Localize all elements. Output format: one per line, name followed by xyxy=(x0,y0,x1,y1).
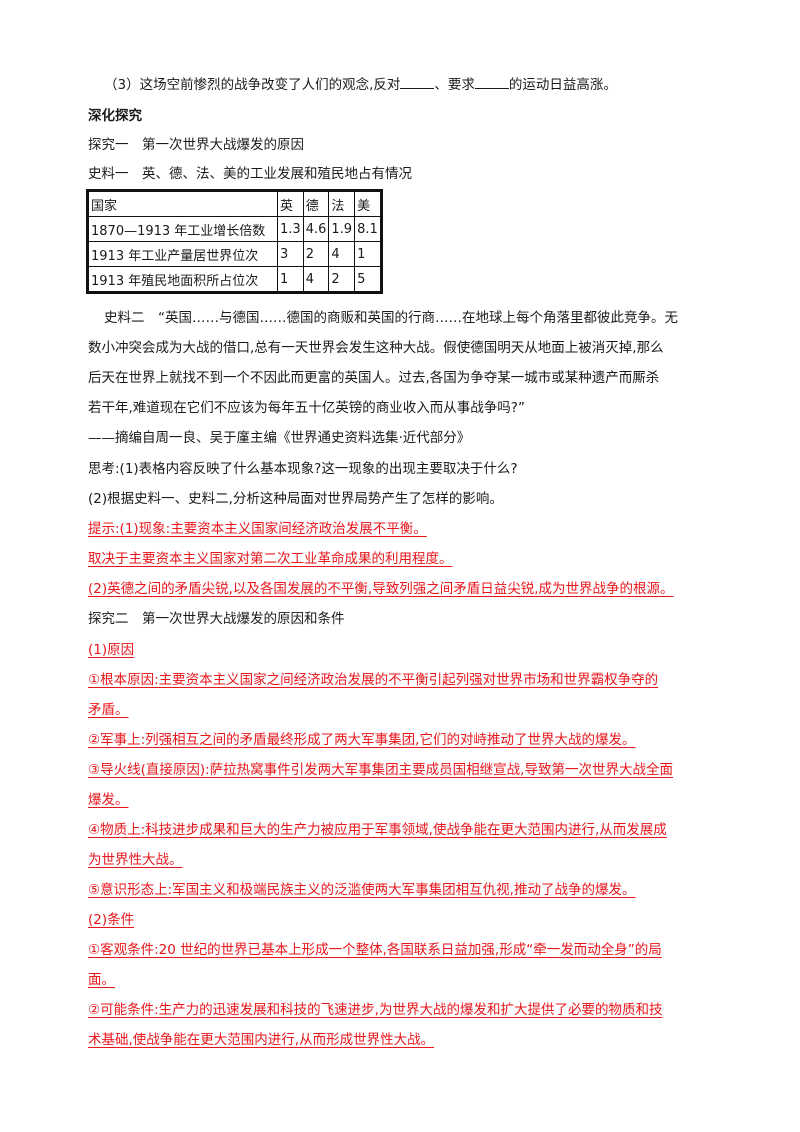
industry-colony-table: 国家 英 德 法 美 1870—1913 年工业增长倍数 1.3 4.6 1.9… xyxy=(86,189,383,294)
answer-line: 为世界性大战。 xyxy=(88,852,183,868)
answer-line: ①根本原因:主要资本主义国家之间经济政治发展的不平衡引起列强对世界市场和世界霸权… xyxy=(88,672,659,688)
table-header-cell: 英 xyxy=(277,190,304,217)
material-2-line: 史料二 “英国……与德国……德国的商贩和英国的行商……在地球上每个角落里都彼此竞… xyxy=(104,310,678,326)
table-cell: 4 xyxy=(302,266,330,293)
table-header-cell: 国家 xyxy=(87,190,278,217)
answer-line: 面。 xyxy=(88,972,115,988)
table-cell: 4 xyxy=(328,241,356,267)
table-cell: 1870—1913 年工业增长倍数 xyxy=(87,216,278,242)
think-question-2: (2)根据史料一、史料二,分析这种局面对世界局势产生了怎样的影响。 xyxy=(88,491,503,507)
table-cell: 1 xyxy=(354,241,382,267)
table-row: 1870—1913 年工业增长倍数 1.3 4.6 1.9 8.1 xyxy=(87,216,382,242)
answer-line: 术基础,使战争能在更大范围内进行,从而形成世界性大战。 xyxy=(88,1032,435,1048)
question-3: （3）这场空前惨烈的战争改变了人们的观念,反对 、要求 的运动日益高涨。 xyxy=(104,76,617,94)
answer-line: 爆发。 xyxy=(88,792,129,808)
answer-blank-1 xyxy=(400,76,435,89)
answer-line: ④物质上:科技进步成果和巨大的生产力被应用于军事领域,使战争能在更大范围内进行,… xyxy=(88,822,667,838)
material-2-line: 数小冲突会成为大战的借口,总有一天世界会发生这种大战。假使德国明天从地面上被消灭… xyxy=(88,340,664,356)
table-cell: 5 xyxy=(354,266,382,293)
material-source: ——摘编自周一良、吴于廑主编《世界通史资料选集·近代部分》 xyxy=(88,430,471,446)
hint-line: 提示:(1)现象:主要资本主义国家间经济政治发展不平衡。 xyxy=(88,521,427,537)
table-cell: 1 xyxy=(277,266,304,293)
answer-line: (2)条件 xyxy=(88,912,135,928)
answer-line: (1)原因 xyxy=(88,642,135,658)
table-cell: 2 xyxy=(328,266,356,293)
table-header-cell: 德 xyxy=(302,190,330,217)
table-header-row: 国家 英 德 法 美 xyxy=(87,190,382,217)
material-2-line: 若干年,难道现在它们不应该为每年五十亿英镑的商业收入而从事战争吗?” xyxy=(88,400,525,416)
answer-line: ②可能条件:生产力的迅速发展和科技的飞速进步,为世界大战的爆发和扩大提供了必要的… xyxy=(88,1002,663,1018)
table-cell: 8.1 xyxy=(354,216,382,242)
table-row: 1913 年工业产量居世界位次 3 2 4 1 xyxy=(87,241,382,267)
question-3-part-c: 的运动日益高涨。 xyxy=(508,77,617,93)
question-3-part-b: 、要求 xyxy=(434,77,475,93)
table-cell: 2 xyxy=(302,241,330,267)
think-question-1: 思考:(1)表格内容反映了什么基本现象?这一现象的出现主要取决于什么? xyxy=(88,461,518,477)
material-2-line: 后天在世界上就找不到一个不因此而更富的英国人。过去,各国为争夺某一城市或某种遗产… xyxy=(88,370,660,386)
answer-line: ②军事上:列强相互之间的矛盾最终形成了两大军事集团,它们的对峙推动了世界大战的爆… xyxy=(88,732,636,748)
answer-line: ⑤意识形态上:军国主义和极端民族主义的泛滥使两大军事集团相互仇视,推动了战争的爆… xyxy=(88,882,636,898)
table-cell: 1913 年工业产量居世界位次 xyxy=(87,241,278,267)
question-3-part-a: （3）这场空前惨烈的战争改变了人们的观念,反对 xyxy=(104,77,401,93)
answer-line: ①客观条件:20 世纪的世界已基本上形成一个整体,各国联系日益加强,形成“牵一发… xyxy=(88,942,662,958)
answer-line: ③导火线(直接原因):萨拉热窝事件引发两大军事集团主要成员国相继宣战,导致第一次… xyxy=(88,762,673,778)
table-row: 1913 年殖民地面积所占位次 1 4 2 5 xyxy=(87,266,382,293)
table-cell: 1.9 xyxy=(328,216,356,242)
answer-line: 矛盾。 xyxy=(88,702,129,718)
section-title: 深化探究 xyxy=(88,108,142,124)
inquiry-2-title: 探究二 第一次世界大战爆发的原因和条件 xyxy=(88,611,345,627)
table-cell: 1913 年殖民地面积所占位次 xyxy=(87,266,278,293)
material-1-title: 史料一 英、德、法、美的工业发展和殖民地占有情况 xyxy=(88,166,412,182)
table-header-cell: 美 xyxy=(354,190,382,217)
table-cell: 3 xyxy=(277,241,304,267)
table-cell: 1.3 xyxy=(277,216,304,242)
inquiry-1-title: 探究一 第一次世界大战爆发的原因 xyxy=(88,137,304,153)
hint-line: 取决于主要资本主义国家对第二次工业革命成果的利用程度。 xyxy=(88,551,453,567)
hint-line: (2)英德之间的矛盾尖锐,以及各国发展的不平衡,导致列强之间矛盾日益尖锐,成为世… xyxy=(88,581,674,597)
table-cell: 4.6 xyxy=(302,216,330,242)
answer-blank-2 xyxy=(474,76,509,89)
table-header-cell: 法 xyxy=(328,190,356,217)
